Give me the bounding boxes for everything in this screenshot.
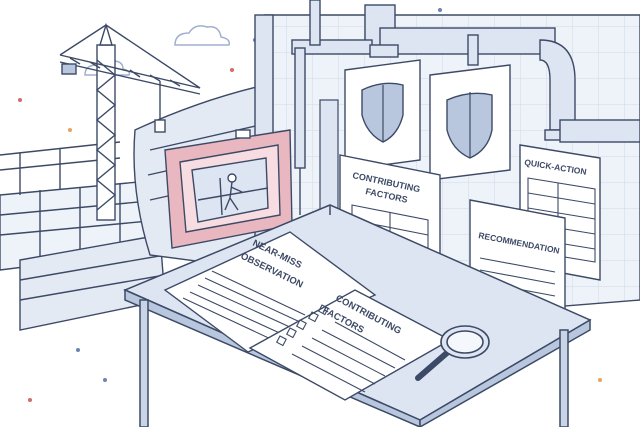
shield-panel-right [429, 64, 511, 181]
pipes [291, 0, 640, 215]
shield-panel-left [344, 59, 421, 171]
construction-platform [0, 141, 166, 331]
magnifying-glass-icon [415, 325, 490, 381]
near-miss-observation-paper: NEAR-MISS OBSERVATION [163, 231, 377, 353]
framed-worker-photo [164, 129, 293, 249]
cloud-icon [174, 25, 231, 46]
